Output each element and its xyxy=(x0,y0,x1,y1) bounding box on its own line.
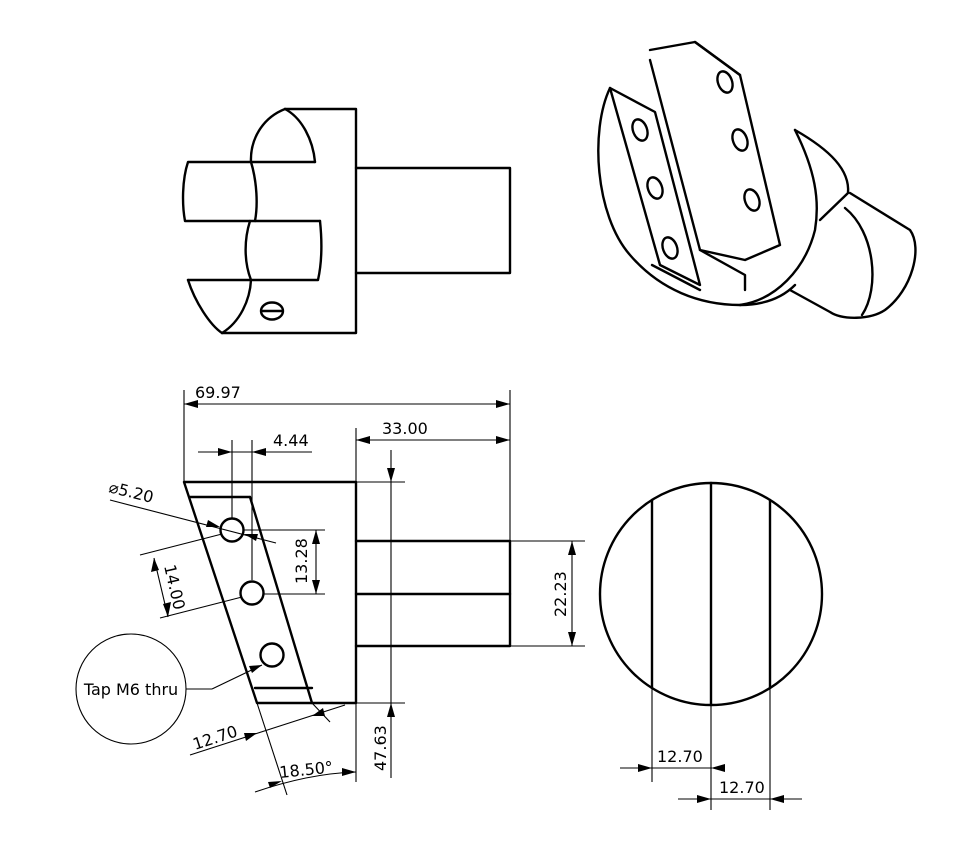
dim-hole-pitch-vertical: 13.28 xyxy=(292,538,311,584)
dim-hole-diameter: ⌀5.20 xyxy=(107,477,156,506)
tapped-hole-2 xyxy=(239,580,265,606)
dim-end-slot-2: 12.70 xyxy=(719,778,765,797)
front-view xyxy=(181,107,512,335)
dim-slot-width: 12.70 xyxy=(190,722,239,754)
end-view: 12.70 12.70 xyxy=(598,481,824,810)
side-view: 69.97 33.00 4.44 ⌀5.20 13.28 14.00 22.23 xyxy=(75,383,585,796)
dim-hole-offset: 4.44 xyxy=(273,431,309,450)
dim-overall-length: 69.97 xyxy=(195,383,241,402)
isometric-view xyxy=(597,40,917,319)
dim-tilt-angle: 18.50° xyxy=(278,757,334,782)
dim-shank-height: 22.23 xyxy=(551,571,570,617)
dim-body-height: 47.63 xyxy=(371,725,390,771)
tapped-hole-1 xyxy=(219,517,245,543)
callout-label: Tap M6 thru xyxy=(83,680,178,699)
dim-end-slot-1: 12.70 xyxy=(657,747,703,766)
dim-shank-length: 33.00 xyxy=(382,419,428,438)
tapped-hole-3 xyxy=(259,642,285,668)
